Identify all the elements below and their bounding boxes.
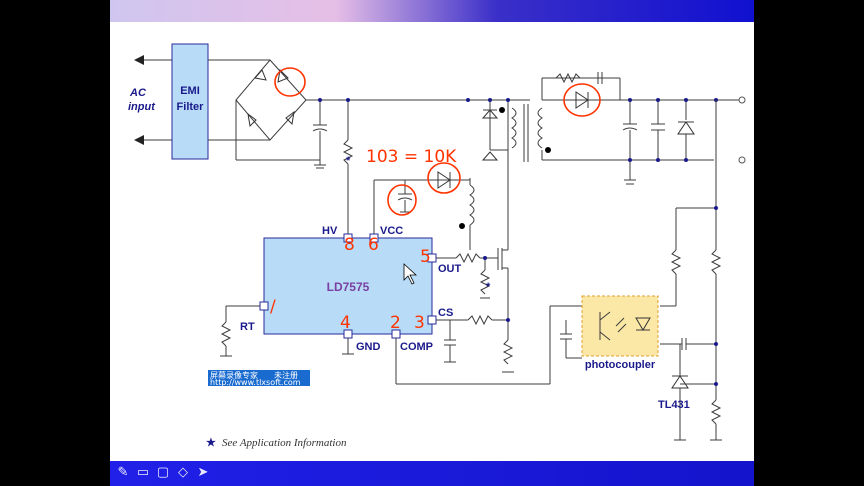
watermark-line1: 屏幕录像专家 未注册 bbox=[210, 370, 298, 380]
pin-label-comp: COMP bbox=[400, 341, 433, 353]
pin-label-gnd: GND bbox=[356, 341, 381, 353]
emi-label-line1: EMI bbox=[180, 85, 200, 97]
watermark-line2: http://www.tlxsoft.com bbox=[210, 378, 301, 387]
photocoupler-block bbox=[581, 295, 659, 357]
bridge-rectifier bbox=[235, 59, 530, 161]
pin-label-out: OUT bbox=[438, 263, 462, 275]
pin-number-2: 2 bbox=[390, 313, 401, 333]
pen-icon[interactable]: ✎ bbox=[117, 464, 129, 479]
pin-number-1: / bbox=[270, 297, 276, 317]
comment-icon[interactable]: ▢ bbox=[156, 464, 170, 479]
photocoupler-symbol bbox=[599, 311, 651, 341]
emi-filter-block bbox=[171, 43, 209, 160]
footnote-star: ★ bbox=[206, 437, 216, 449]
pin-label-vcc: VCC bbox=[380, 225, 403, 237]
pin-number-5: 5 bbox=[420, 247, 431, 267]
pointer-icon[interactable]: ➤ bbox=[197, 464, 209, 479]
pin-label-hv: HV bbox=[322, 225, 338, 237]
footnote-text: See Application Information bbox=[222, 437, 347, 449]
pin-number-4: 4 bbox=[340, 313, 351, 333]
watermark-box bbox=[208, 370, 310, 386]
tl431-label: TL431 bbox=[658, 399, 690, 411]
pin-number-6: 6 bbox=[368, 235, 379, 255]
resistor-value-note: 103 = 10K bbox=[366, 147, 457, 167]
pin-number-8: 8 bbox=[344, 235, 355, 255]
ac-label-line2: input bbox=[128, 101, 156, 113]
pin-label-cs: CS bbox=[438, 307, 453, 319]
ac-input-arrows bbox=[134, 55, 172, 145]
bulk-capacitor bbox=[312, 100, 328, 169]
handwritten-annotations bbox=[274, 67, 601, 216]
ac-label-line1: AC bbox=[129, 87, 147, 99]
mouse-cursor-icon bbox=[403, 263, 418, 285]
photocoupler-label: photocoupler bbox=[585, 359, 656, 371]
rt-resistor bbox=[220, 305, 260, 357]
eraser-icon[interactable]: ◇ bbox=[178, 464, 188, 479]
feedback-network bbox=[549, 100, 722, 441]
sense-note-star: * bbox=[486, 281, 491, 293]
controller-label: LD7575 bbox=[327, 280, 370, 294]
hv-startup-resistor bbox=[342, 100, 354, 238]
pin-number-3: 3 bbox=[414, 313, 425, 333]
emi-label-line2: Filter bbox=[177, 101, 205, 113]
slide-title-bar bbox=[110, 0, 754, 22]
pin-label-rt: RT bbox=[240, 321, 255, 333]
circuit-diagram: AC input EMI Filter bbox=[128, 43, 746, 449]
secondary-output bbox=[541, 72, 746, 185]
application-note-star: * bbox=[346, 155, 351, 167]
screen-icon[interactable]: ▭ bbox=[136, 464, 150, 479]
slideshow-toolbar: ✎ ▭ ▢ ◇ ➤ bbox=[110, 461, 754, 486]
slide: AC input EMI Filter bbox=[110, 0, 754, 486]
current-sense bbox=[436, 314, 514, 373]
vcc-network bbox=[373, 171, 470, 238]
gnd-pin-ground bbox=[342, 338, 354, 355]
